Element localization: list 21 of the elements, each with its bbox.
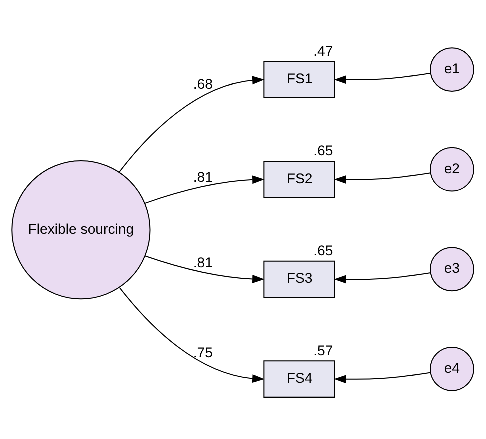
node-circle: Flexible sourcing	[12, 160, 151, 300]
node-label: .47	[314, 42, 334, 59]
arrow	[334, 72, 431, 84]
node-circle: e1	[430, 48, 474, 92]
edge-label: .81	[193, 168, 213, 185]
node-label: .65	[314, 242, 334, 258]
node-circle: e4	[430, 347, 474, 392]
arrow	[119, 287, 265, 384]
arrow	[144, 176, 265, 204]
edge-label: .81	[193, 254, 213, 271]
node-circle: e2	[430, 147, 474, 192]
arrow	[334, 272, 431, 284]
arrow	[334, 172, 431, 184]
node-circle: e3	[430, 247, 474, 292]
arrow	[334, 372, 431, 384]
node-label: .57	[314, 342, 334, 358]
arrow	[145, 256, 265, 284]
edge-label: .68	[193, 76, 213, 92]
edge-label: .75	[193, 344, 213, 360]
node-label: .65	[314, 142, 334, 159]
arrow	[118, 76, 265, 173]
